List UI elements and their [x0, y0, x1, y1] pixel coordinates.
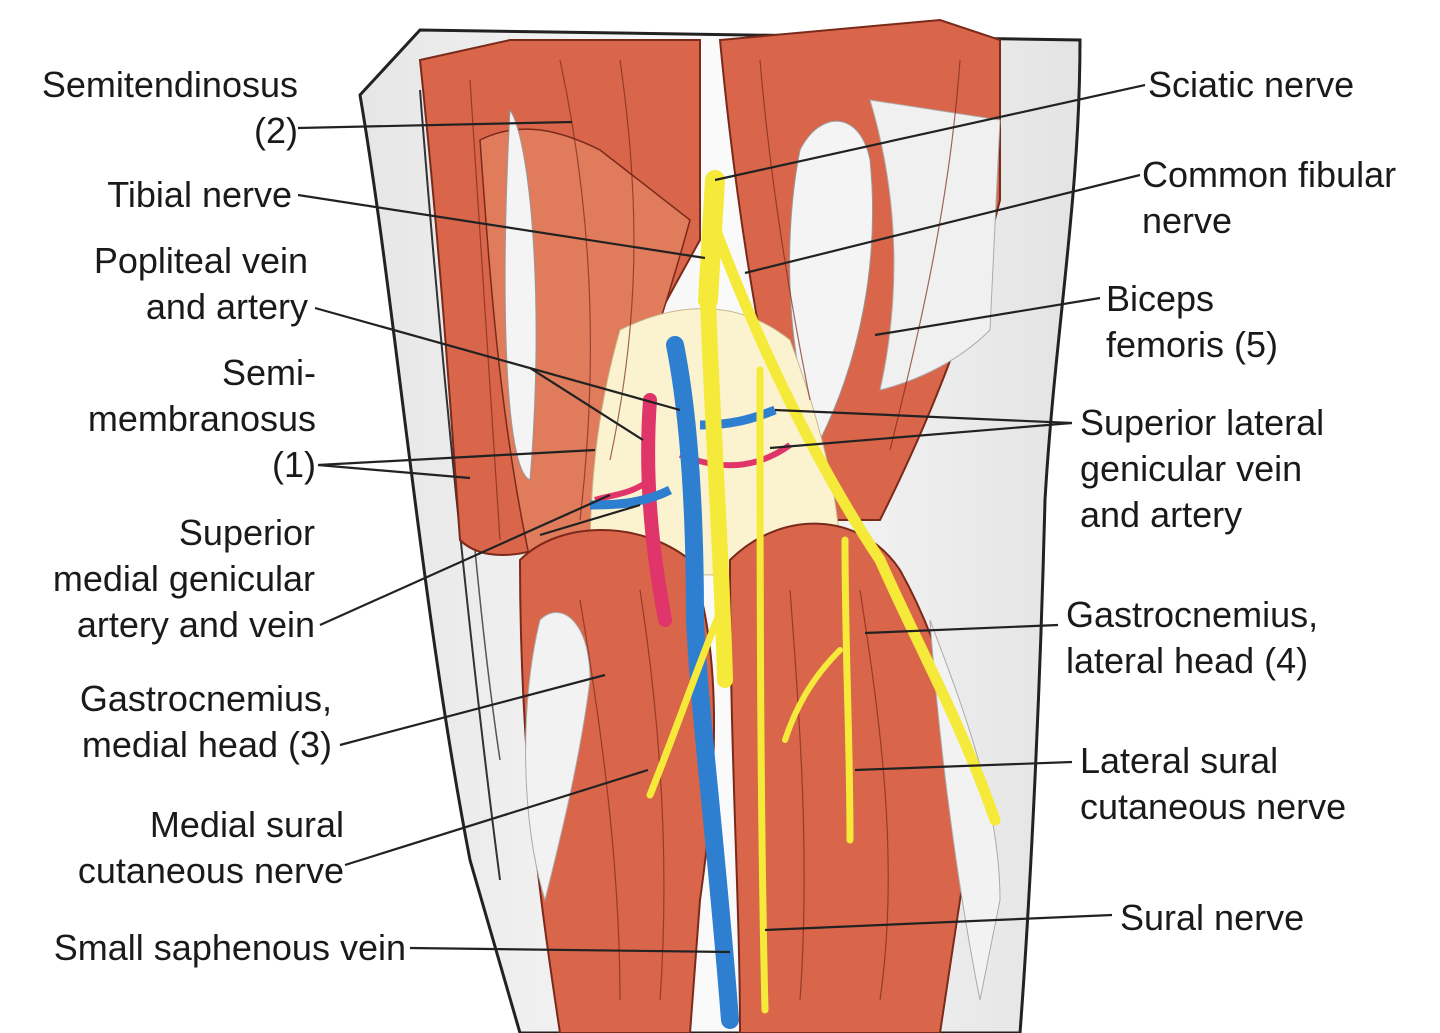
- tibial-nerve-path: [700, 292, 733, 688]
- label-biceps-femoris: Biceps femoris (5): [1106, 278, 1279, 365]
- leader-lines: [297, 83, 1146, 954]
- label-superior-lateral-genicular: Superior lateral genicular vein and arte…: [1080, 402, 1325, 535]
- semitendinosus-tendon: [504, 108, 537, 481]
- leader-sup-medial-2: [539, 503, 641, 537]
- leader-biceps: [874, 296, 1101, 337]
- label-semitendinosus: Semitendinosus (2): [41, 64, 298, 151]
- leader-tibial-nerve: [297, 193, 706, 260]
- label-semimembranosus: Semi- membranosus (1): [87, 352, 316, 485]
- label-lateral-sural: Lateral sural cutaneous nerve: [1080, 740, 1347, 827]
- label-gastrocnemius-lateral: Gastrocnemius, lateral head (4): [1066, 594, 1319, 681]
- label-sural-nerve: Sural nerve: [1120, 897, 1305, 938]
- leader-common-fibular: [744, 173, 1141, 275]
- calf-medial-white: [525, 612, 591, 902]
- common-fibular-nerve-path: [706, 214, 1001, 826]
- leader-sciatic: [714, 83, 1146, 182]
- leader-lateral-sural: [854, 760, 1073, 772]
- lateral-sural-branch: [782, 647, 843, 743]
- label-common-fibular: Common fibular nerve: [1142, 154, 1397, 241]
- leader-sural: [764, 913, 1113, 932]
- muscle-fibers: [469, 59, 961, 1001]
- popliteal-artery: [641, 393, 672, 627]
- sural-nerve-path: [756, 366, 769, 1014]
- label-popliteal-vein-artery: Popliteal vein and artery: [93, 240, 308, 327]
- label-small-saphenous-vein: Small saphenous vein: [53, 927, 406, 968]
- leader-popliteal-vein: [314, 306, 681, 412]
- biceps-outer-white: [869, 99, 1001, 391]
- leader-sup-medial-1: [319, 493, 611, 627]
- leader-semimembranosus-1: [317, 448, 596, 467]
- leader-gastro-medial: [339, 673, 606, 747]
- popliteal-vein: [666, 336, 739, 1029]
- leader-sup-lateral-1: [774, 408, 1073, 425]
- label-superior-medial-genicular: Superior medial genicular artery and vei…: [52, 512, 315, 645]
- leader-sup-lateral-2: [769, 421, 1073, 450]
- leader-medial-sural: [344, 768, 649, 867]
- label-medial-sural: Medial sural cutaneous nerve: [77, 804, 344, 891]
- sciatic-nerve: [698, 170, 725, 310]
- leader-gastro-lateral: [864, 623, 1059, 635]
- leader-semitendinosus: [297, 120, 573, 130]
- lateral-sural-cutaneous-nerve-path: [841, 536, 854, 844]
- label-tibial-nerve: Tibial nerve: [107, 174, 292, 215]
- leader-semimembranosus-2: [317, 463, 471, 480]
- leader-small-saphenous: [409, 946, 731, 954]
- label-sciatic-nerve: Sciatic nerve: [1148, 64, 1355, 105]
- superior-medial-genicular-vein: [589, 485, 673, 510]
- label-gastrocnemius-medial: Gastrocnemius, medial head (3): [79, 678, 332, 765]
- leader-popliteal-artery: [529, 367, 644, 441]
- medial-sural-cutaneous-nerve-path: [646, 596, 729, 799]
